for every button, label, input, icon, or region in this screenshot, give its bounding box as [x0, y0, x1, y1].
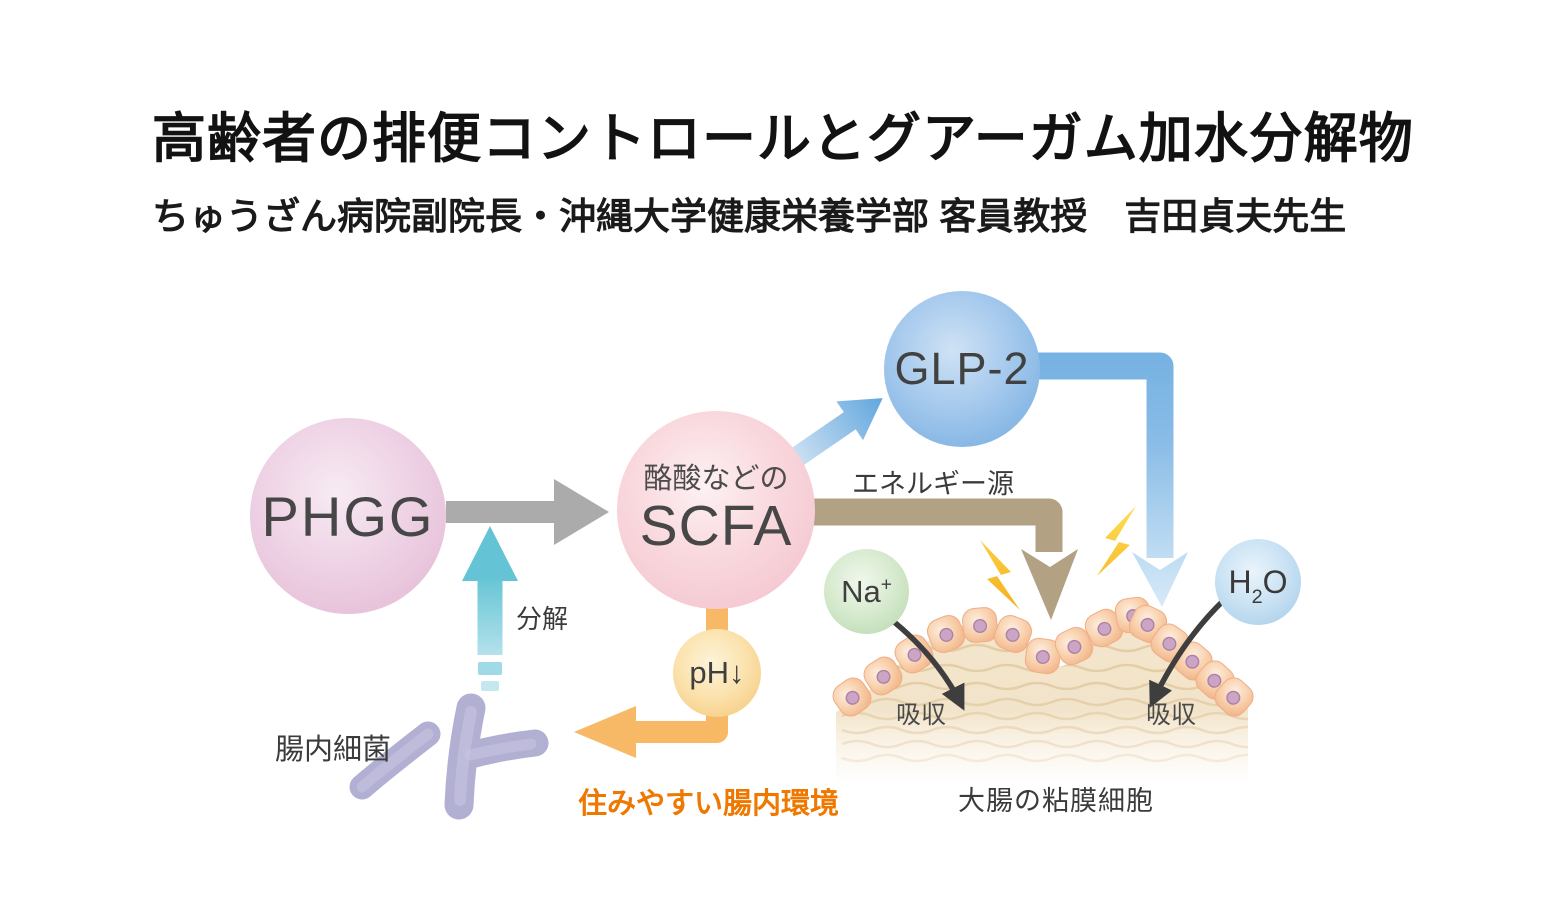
node-ph: pH↓	[673, 629, 761, 717]
h2o-subscript: 2	[1251, 586, 1263, 609]
arrow-phgg-to-scfa	[446, 479, 609, 545]
arrow-scfa-to-glp2	[791, 398, 883, 466]
arrow-glp2-to-mucosa	[1037, 352, 1188, 607]
ph-label: pH↓	[689, 655, 745, 690]
h2o-label: H2O	[1228, 563, 1288, 609]
friendly-environment-label: 住みやすい腸内環境	[578, 788, 840, 820]
mucosa-label: 大腸の粘膜細胞	[958, 786, 1154, 816]
scfa-label: SCFA	[639, 493, 793, 558]
arrow-na-absorption	[891, 618, 965, 711]
node-scfa: 酪酸などの SCFA	[617, 411, 815, 609]
node-h2o: H2O	[1215, 539, 1301, 625]
node-glp2: GLP-2	[884, 291, 1040, 447]
arrow-h2o-absorption	[1149, 597, 1227, 708]
absorption-label-left: 吸収	[896, 701, 947, 729]
node-phgg: PHGG	[250, 418, 446, 614]
scfa-sublabel: 酪酸などの	[643, 463, 789, 496]
na-charge: +	[880, 574, 892, 596]
na-label: Na+	[841, 573, 892, 609]
mucosa-tissue-illustration	[827, 595, 1259, 782]
glp2-label: GLP-2	[894, 343, 1030, 394]
absorption-label-right: 吸収	[1146, 701, 1197, 729]
arrow-decompose-up	[462, 526, 518, 691]
page-subtitle: ちゅうざん病院副院長・沖縄大学健康栄養学部 客員教授 吉田貞夫先生	[152, 196, 1347, 237]
gut-bacteria-label: 腸内細菌	[275, 734, 392, 766]
arrow-scfa-to-mucosa	[813, 498, 1078, 620]
gut-bacteria-illustration	[349, 693, 549, 820]
phgg-label: PHGG	[261, 484, 435, 548]
decompose-label: 分解	[516, 604, 569, 634]
node-na: Na+	[824, 549, 909, 634]
page-title: 高齢者の排便コントロールとグアーガム加水分解物	[152, 109, 1414, 169]
energy-source-label: エネルギー源	[852, 469, 1014, 499]
